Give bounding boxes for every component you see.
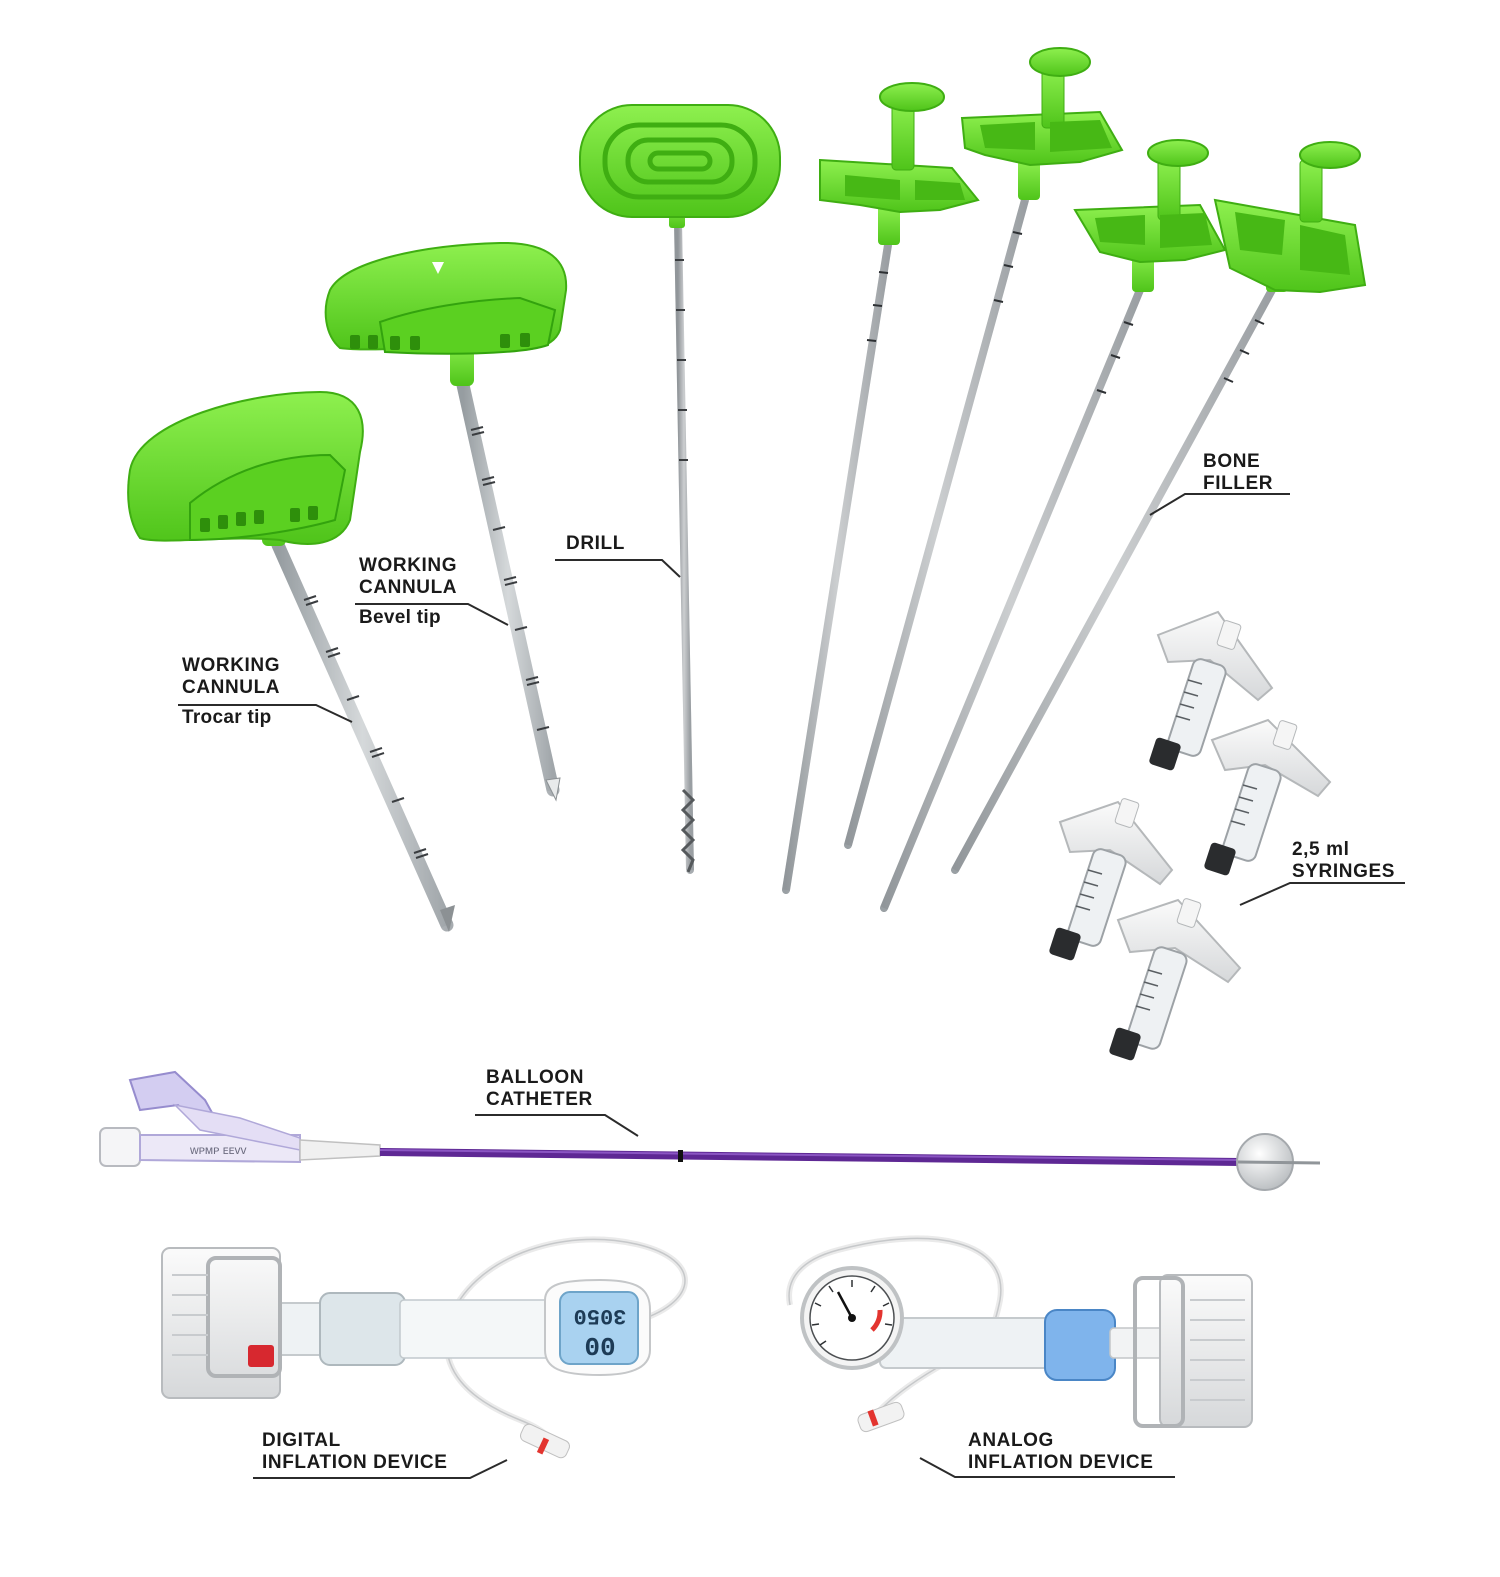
leader-lines [178,493,1405,1479]
label-line: INFLATION DEVICE [968,1452,1154,1473]
label-line: 2,5 ml [1292,839,1350,860]
balloon-catheter: ᴡᴘᴍᴘ ᴇᴇᴠᴠ [99,1070,1321,1191]
label-working-cannula-trocar: WORKING CANNULA Trocar tip [182,655,280,729]
label-line: DIGITAL [262,1430,341,1451]
label-subtitle: Trocar tip [182,707,272,728]
label-line: FILLER [1203,473,1274,494]
syringe-3 [1049,798,1174,961]
label-line: CANNULA [182,677,281,698]
label-line: DRILL [566,533,625,554]
svg-text:ᴡᴘᴍᴘ ᴇᴇᴠᴠ: ᴡᴘᴍᴘ ᴇᴇᴠᴠ [189,1143,247,1157]
analog-inflation-device [786,1235,1253,1433]
bone-filler-2 [844,47,1124,849]
bone-filler-4 [951,141,1367,874]
label-drill: DRILL [566,533,625,555]
label-line: WORKING [359,555,458,576]
syringe-4 [1109,898,1242,1061]
label-working-cannula-bevel: WORKING CANNULA Bevel tip [359,555,457,629]
bone-filler-3 [880,139,1227,912]
working-cannula-bevel [324,241,568,802]
bone-filler-1 [782,82,980,894]
label-digital-inflation: DIGITAL INFLATION DEVICE [262,1430,448,1474]
label-line: BALLOON [486,1067,585,1088]
label-line: SYRINGES [1292,861,1395,882]
label-line: WORKING [182,655,281,676]
label-line: CANNULA [359,577,458,598]
label-syringes: 2,5 ml SYRINGES [1292,839,1395,883]
label-subtitle: Bevel tip [359,607,441,628]
digital-display-top: 3050 [574,1303,627,1328]
label-bone-filler: BONE FILLER [1203,451,1273,495]
label-balloon-catheter: BALLOON CATHETER [486,1067,593,1111]
label-line: CATHETER [486,1089,593,1110]
working-cannula-trocar [127,390,455,932]
label-line: BONE [1203,451,1261,472]
syringe-2 [1204,718,1332,876]
digital-inflation-device: 3050 00 [161,1236,688,1459]
syringe-1 [1149,610,1274,771]
label-line: INFLATION DEVICE [262,1452,448,1473]
label-line: ANALOG [968,1430,1054,1451]
label-analog-inflation: ANALOG INFLATION DEVICE [968,1430,1154,1474]
drill [579,104,781,874]
digital-display-bottom: 00 [584,1330,615,1360]
